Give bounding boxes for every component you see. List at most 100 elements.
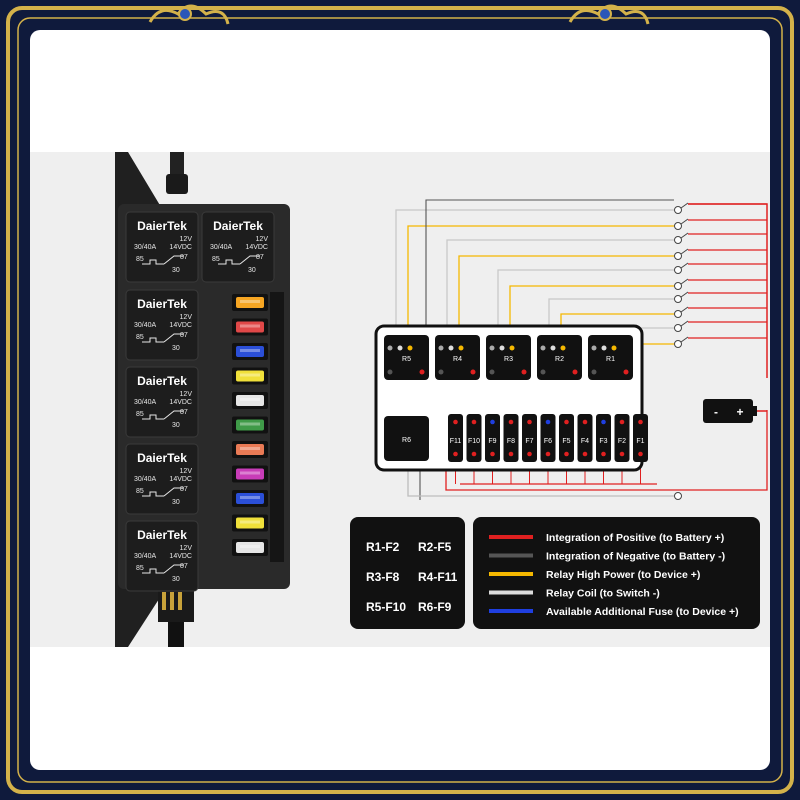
battery-negative-label: - [714,405,718,419]
fuse-f8: F8 [503,414,519,462]
blade-fuse [232,416,268,434]
switch-terminal [674,291,689,303]
wire-legend-panel: Integration of Positive (to Battery +) In… [473,517,760,629]
switch-terminal [674,336,689,348]
fuse-group [232,294,268,556]
fuse-label: F10 [468,438,480,445]
blade-fuse [232,318,268,336]
pin-85-label: 85 [136,334,144,341]
voltage-label: 12V [180,236,193,243]
pin-87-label: 87 [180,332,188,339]
pin-85-label: 85 [136,411,144,418]
blade-fuse [232,343,268,360]
fuse-f2: F2 [614,414,630,462]
voltage-label: 12V [256,236,269,243]
brand-label: DaierTek [137,374,187,388]
voltage-label: 12V [180,314,193,321]
pin-85-label: 85 [136,488,144,495]
vdc-label: 14VDC [169,322,192,329]
pair-label: R2-F5 [418,540,452,554]
switch-terminal [674,218,689,230]
battery-positive-label: + [736,405,743,419]
legend-item: Integration of Negative (to Battery -) [489,551,725,563]
legend-item: Relay Coil (to Switch -) [489,588,660,600]
fuse-f11: F11 [448,414,463,462]
pin-30-label: 30 [172,267,180,274]
relay-r2: R2 [537,335,582,380]
vdc-label: 14VDC [245,244,268,251]
switch-terminal [674,320,689,332]
legend-label: Integration of Negative (to Battery -) [546,551,725,563]
voltage-label: 12V [180,468,193,475]
fuse-f5: F5 [559,414,574,462]
pair-label: R5-F10 [366,600,406,614]
relay-label: R5 [402,356,411,363]
blade-fuse [232,392,268,409]
blade-fuse [232,490,268,507]
legend-label: Relay Coil (to Switch -) [546,588,660,600]
pin-87-label: 87 [180,486,188,493]
blade-fuse [232,441,268,458]
fuse-label: F11 [450,438,462,445]
fuse-label: F7 [525,438,533,445]
current-label: 30/40A [134,476,157,483]
blade-fuse [232,514,268,532]
fuse-f4: F4 [577,414,593,462]
vdc-label: 14VDC [169,476,192,483]
switch-terminal [674,232,689,244]
relay-r5: R5 [384,335,429,380]
legend-item: Available Additional Fuse (to Device +) [489,606,739,618]
relay-label: R6 [402,437,411,444]
pin-30-label: 30 [172,499,180,506]
legend-item: Relay High Power (to Device +) [489,569,700,581]
relay-r3: R3 [486,335,531,380]
fuse-label: F8 [507,438,515,445]
voltage-label: 12V [180,545,193,552]
legend-item: Integration of Positive (to Battery +) [489,532,724,544]
fuse-f1: F1 [633,414,648,462]
switch-terminal [674,202,689,214]
switch-terminal [674,306,689,318]
fuse-label: F6 [544,438,552,445]
switch-terminal [674,278,689,290]
current-label: 30/40A [134,553,157,560]
current-label: 30/40A [134,244,157,251]
vdc-label: 14VDC [169,553,192,560]
pin-87-label: 87 [256,254,264,261]
fuse-f10: F10 [466,414,482,462]
pin-85-label: 85 [212,256,220,263]
pair-label: R6-F9 [418,600,452,614]
fuse-f7: F7 [522,414,537,462]
fuse-label: F4 [581,438,589,445]
blade-fuse [232,465,268,483]
blade-fuse [232,367,268,385]
legend-label: Available Additional Fuse (to Device +) [546,606,739,618]
pair-label: R4-F11 [418,570,458,584]
pin-30-label: 30 [172,345,180,352]
pin-30-label: 30 [248,267,256,274]
fuse-label: F9 [488,438,496,445]
battery-icon: - + [703,399,757,423]
blade-fuse [232,294,268,311]
current-label: 30/40A [134,322,157,329]
pin-85-label: 85 [136,565,144,572]
voltage-label: 12V [180,391,193,398]
switch-terminal [674,492,682,500]
fuse-label: F1 [636,438,644,445]
pin-87-label: 87 [180,563,188,570]
vdc-label: 14VDC [169,244,192,251]
brand-label: DaierTek [137,219,187,233]
fuse-label: F3 [599,438,607,445]
vdc-label: 14VDC [169,399,192,406]
cloud-ornament-icon [148,4,650,25]
